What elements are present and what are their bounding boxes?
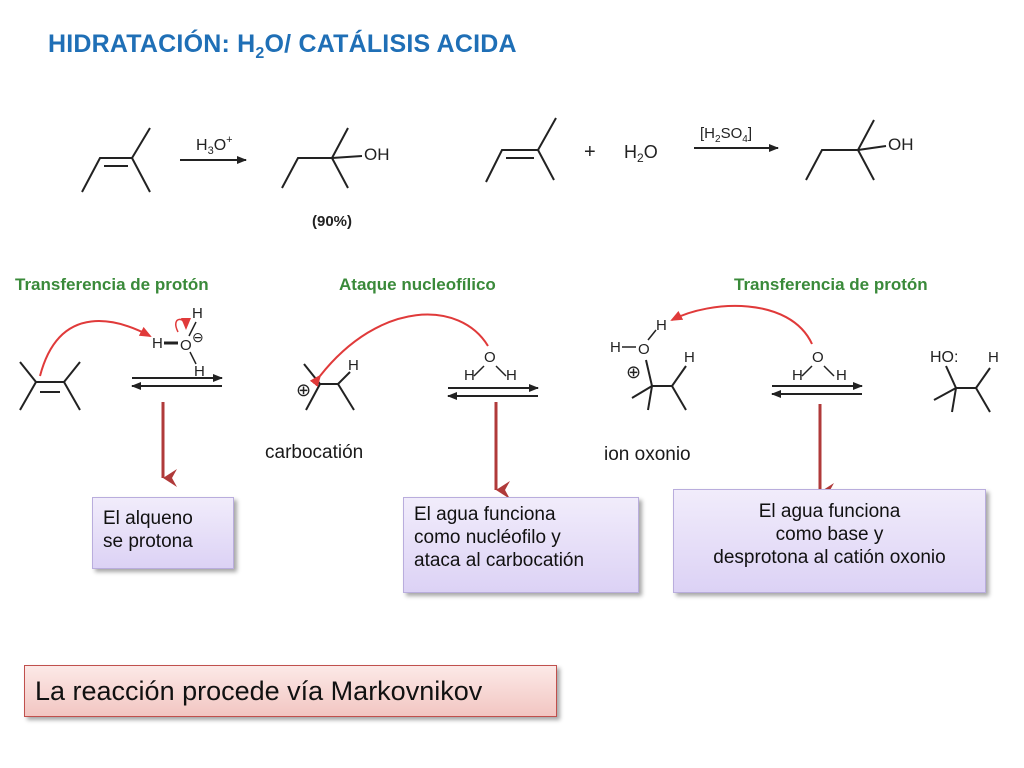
svg-text:O: O <box>180 337 192 354</box>
svg-text:O: O <box>812 349 824 366</box>
plus-sign: + <box>584 141 596 163</box>
svg-text:HO:: HO: <box>930 349 958 366</box>
curved-arrow-3 <box>670 304 813 345</box>
svg-text:H: H <box>192 305 203 322</box>
svg-text:O: O <box>484 349 496 366</box>
curved-arrow-1 <box>39 320 152 377</box>
mechanism-alkene <box>19 361 81 411</box>
svg-text:O: O <box>638 341 650 358</box>
svg-text:H: H <box>610 339 621 356</box>
note-water-nucleophile: El agua funciona como nucléofilo y ataca… <box>403 497 639 593</box>
svg-text:⊕: ⊕ <box>626 362 641 382</box>
curved-arrow-2 <box>309 313 489 387</box>
svg-text:H: H <box>792 367 803 384</box>
svg-text:H: H <box>506 367 517 384</box>
note-alkene-protonation: El alqueno se protona <box>92 497 234 569</box>
hydronium-ion: H O ⊖ H H <box>152 305 205 380</box>
alcohol-product-1 <box>281 127 363 189</box>
carbocation-charge: ⊕ <box>296 380 311 400</box>
carbocation <box>303 363 355 411</box>
step-label-nucleophilic-attack: Ataque nucleofílico <box>339 275 496 294</box>
svg-text:H: H <box>684 349 695 366</box>
yield-label: (90%) <box>312 213 352 230</box>
page-title: HIDRATACIÓN: H2O/ CATÁLISIS ACIDA <box>48 30 517 62</box>
equilibrium-arrow-3 <box>771 382 863 398</box>
water-molecule-2: O H H <box>792 349 847 384</box>
note-water-base: El agua funciona como base y desprotona … <box>673 489 986 593</box>
product-oh-group-2: OH <box>888 135 914 154</box>
svg-text:H: H <box>152 335 163 352</box>
svg-text:H: H <box>836 367 847 384</box>
carbocation-h: H <box>348 357 359 374</box>
step-label-proton-transfer-2: Transferencia de protón <box>734 275 928 294</box>
alcohol-product-2 <box>805 119 887 181</box>
alkene-molecule-2 <box>485 117 557 183</box>
svg-text:H: H <box>464 367 475 384</box>
markovnikov-conclusion: La reacción procede vía Markovnikov <box>24 665 557 717</box>
oxonium-ion: H O H ⊕ H <box>610 317 695 411</box>
svg-text:H: H <box>656 317 667 334</box>
water-molecule-1: O H H <box>464 349 517 384</box>
equilibrium-arrow-2 <box>447 384 539 400</box>
product-oh-group-1: OH <box>364 145 390 164</box>
svg-text:H3O+: H3O+ <box>196 134 233 157</box>
svg-text:H: H <box>988 349 999 366</box>
reaction-arrow-2: [H2SO4] <box>694 125 779 152</box>
equilibrium-arrow-1 <box>131 374 223 390</box>
oxonium-label: ion oxonio <box>604 444 691 465</box>
carbocation-label: carbocatión <box>265 442 364 463</box>
step-label-proton-transfer-1: Transferencia de protón <box>15 275 209 294</box>
water-reagent: H2O <box>624 142 658 165</box>
svg-text:[H2SO4]: [H2SO4] <box>700 125 752 145</box>
svg-text:⊖: ⊖ <box>192 329 204 345</box>
final-alcohol: HO: H <box>930 349 999 413</box>
reaction-arrow-1: H3O+ <box>180 134 247 164</box>
svg-text:H: H <box>194 363 205 380</box>
alkene-molecule-1 <box>81 127 151 193</box>
